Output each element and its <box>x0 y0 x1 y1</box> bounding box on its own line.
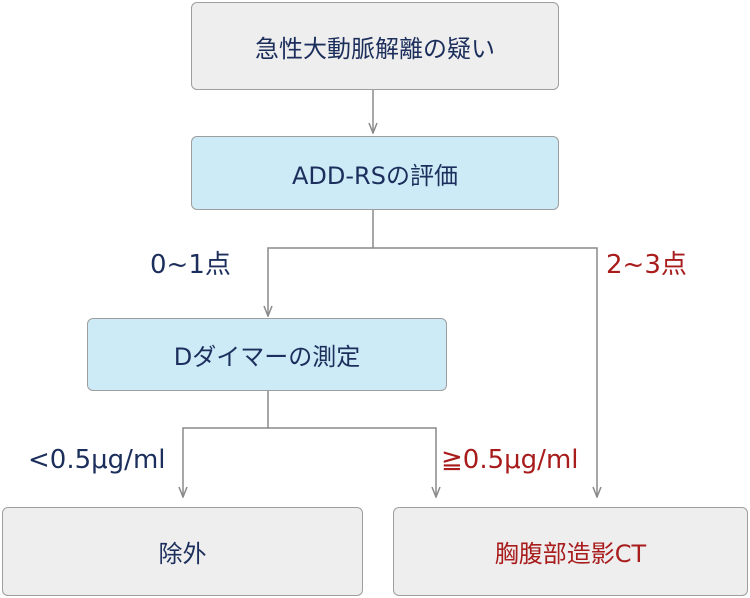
connector-ddimer-to-ct <box>268 427 436 497</box>
exclude-node: 除外 <box>2 507 363 596</box>
connector-addrs-to-ddimer <box>268 210 374 316</box>
suspicion-label: 急性大動脈解離の疑い <box>255 34 495 63</box>
high-score-label: 2~3点 <box>606 250 687 280</box>
ct-node: 胸腹部造影CT <box>393 507 748 596</box>
exclude-label: 除外 <box>158 540 207 568</box>
low-score-label: 0~1点 <box>150 250 231 280</box>
addrs-node: ADD-RSの評価 <box>191 136 559 210</box>
ct-label: 胸腹部造影CT <box>494 540 647 568</box>
connector-ddimer-to-exclude <box>183 391 269 497</box>
ddimer-label: Dダイマーの測定 <box>173 343 361 371</box>
connector-addrs-to-ct <box>373 247 597 497</box>
suspicion-node: 急性大動脈解離の疑い <box>191 2 559 90</box>
low-ddimer-label: <0.5μg/ml <box>28 445 166 475</box>
high-ddimer-label: ≧0.5μg/ml <box>441 445 579 475</box>
ddimer-node: Dダイマーの測定 <box>87 318 447 391</box>
addrs-label: ADD-RSの評価 <box>292 161 458 190</box>
